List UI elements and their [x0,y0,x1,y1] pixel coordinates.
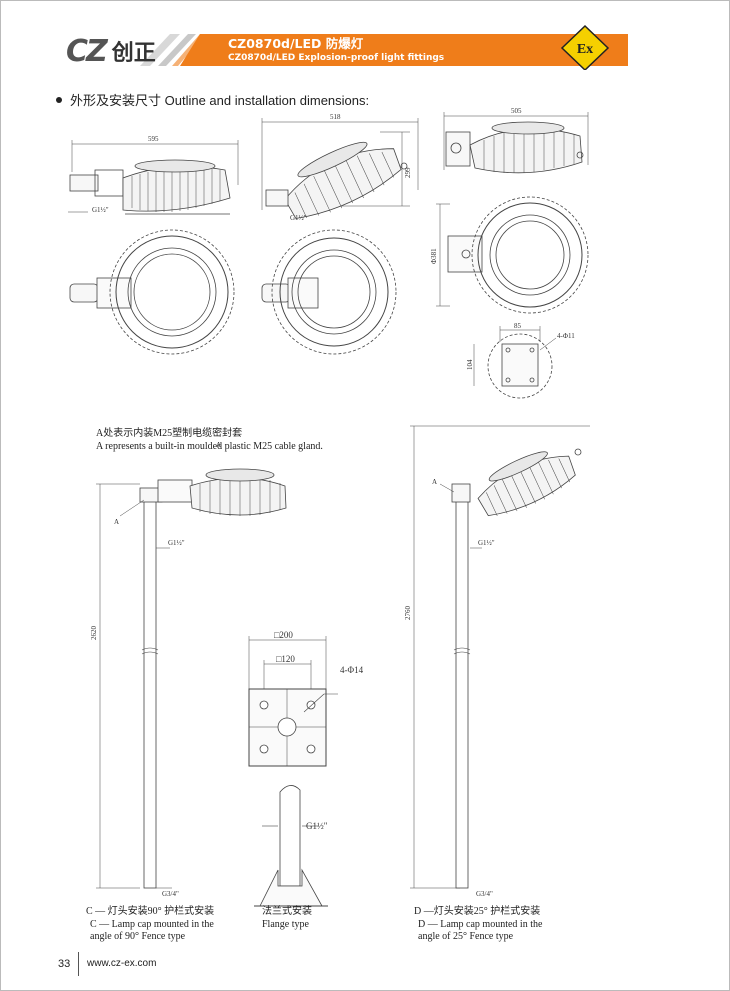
dim-g-b: G1½" [290,214,307,222]
ex-badge-label: Ex [577,42,593,57]
dim-g-c: G1½" [168,539,185,547]
dim-4phi11: 4-Φ11 [557,332,575,340]
pole-d-25deg [410,425,590,889]
caption-c-cn: C — 灯头安装90° 护栏式安装 [86,906,215,917]
product-title-block: CZ0870d/LED 防爆灯 CZ0870d/LED Explosion-pr… [228,36,444,65]
side-view-tilted [261,118,419,219]
caption-c-en1: C — Lamp cap mounted in the [90,918,214,930]
product-title: CZ0870d/LED 防爆灯 [228,36,364,51]
dim-g34-d: G3/4" [476,890,493,898]
dim-2620: 2620 [90,626,98,641]
dim-4phi14: 4-Φ14 [340,665,364,675]
pole-c-90deg [96,468,287,889]
caption-c: C — 灯头安装90° 护栏式安装 C — Lamp cap mounted i… [86,906,214,944]
section-heading: 外形及安装尺寸 Outline and installation dimensi… [56,90,369,109]
dim-g-d: G1½" [478,539,495,547]
footer-url[interactable]: www.cz-ex.com [87,958,157,969]
dim-505: 505 [511,107,522,115]
page-number: 33 [58,958,71,970]
dim-2760: 2760 [404,606,412,621]
header-banner [140,34,628,66]
bullet-icon [56,96,62,103]
side-view-right [443,112,589,174]
caption-c-en2: angle of 90° Fence type [90,931,186,942]
caption-d-en2: angle of 25° Fence type [418,931,514,942]
dim-g-flange: G1½" [306,821,328,831]
logo-chinese-name: 创正 [111,41,156,66]
footer-divider [78,952,79,976]
caption-d: D —灯头安装25° 护栏式安装 D — Lamp cap mounted in… [414,906,542,944]
product-subtitle: CZ0870d/LED Explosion-proof light fittin… [228,53,445,63]
caption-flange: 法兰式安装 Flange type [262,906,312,931]
side-view-left [68,140,239,215]
mounting-plate-detail [473,326,557,399]
logo-letters: CZ [66,33,108,69]
note-a-en: A represents a built-in moulded plastic … [96,440,323,452]
dim-299: 299 [404,167,412,178]
dim-104: 104 [466,359,474,370]
dim-518: 518 [330,113,341,121]
note-a: A处表示内装M25塑制电缆密封套 A represents a built-in… [96,428,323,453]
dim-g-a: G1½" [92,206,109,214]
mark-a-note: A [216,441,221,449]
note-a-cn: A处表示内装M25塑制电缆密封套 [96,428,243,439]
ex-warning-badge: Ex [560,24,610,70]
plan-view-right [436,196,589,314]
dim-595: 595 [148,135,159,143]
brand-logo: CZ 创正 [66,33,156,69]
caption-d-en1: D — Lamp cap mounted in the [418,918,543,930]
mark-a-d: A [432,478,437,486]
flange-plate [248,636,338,767]
dim-120: □120 [276,654,295,664]
dim-200: □200 [274,630,293,640]
section-heading-text: 外形及安装尺寸 Outline and installation dimensi… [70,93,370,108]
mark-a-c: A [114,518,119,526]
dim-381: Φ381 [430,248,438,264]
dim-85: 85 [514,322,522,330]
header: CZ 创正 CZ0870d/LED 防爆灯 CZ0870d/LED Explos… [0,24,730,76]
dim-g34-c: G3/4" [162,890,179,898]
caption-flange-cn: 法兰式安装 [262,906,312,917]
plan-view-left [69,229,235,355]
caption-d-cn: D —灯头安装25° 护栏式安装 [414,906,541,917]
plan-view-tilted [261,229,397,355]
flange-pole-stub [254,785,328,907]
caption-flange-en: Flange type [262,918,309,930]
